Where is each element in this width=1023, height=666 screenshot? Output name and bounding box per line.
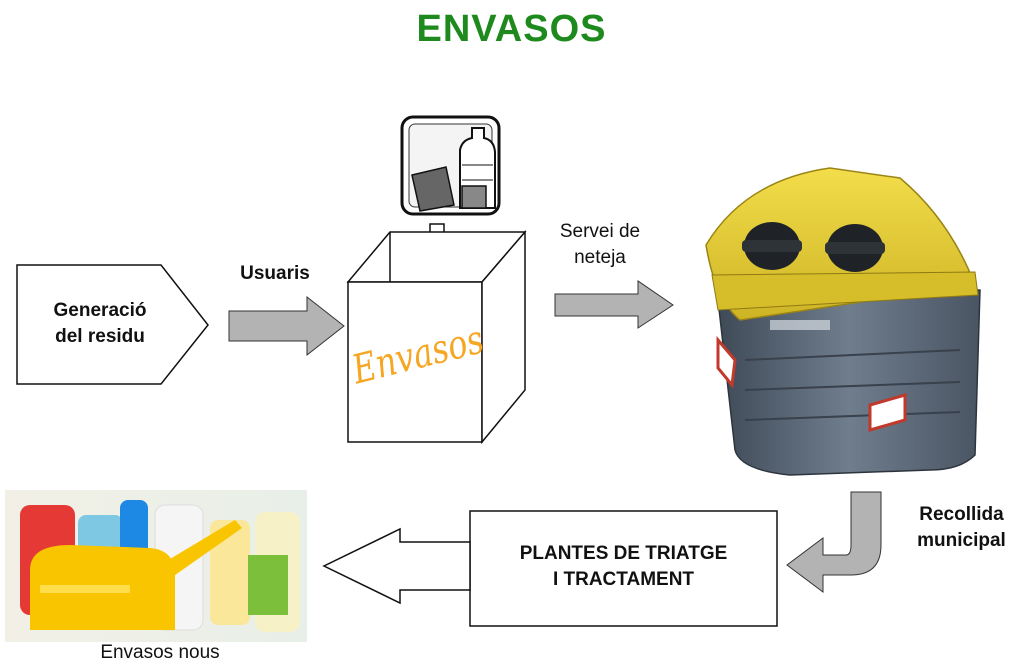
collection-label-line1: Recollida (919, 504, 1004, 525)
collection-label: Recollida municipal (900, 502, 1023, 554)
plants-label-line2: I TRACTAMENT (552, 569, 695, 590)
generation-label-line2: del residu (55, 326, 145, 347)
collection-label-line2: municipal (917, 530, 1006, 551)
recycling-bin-image (705, 167, 981, 476)
plants-label: PLANTES DE TRIATGE I TRACTAMENT (470, 541, 777, 593)
cleaning-label-line2: neteja (574, 247, 626, 268)
collection-arrow (786, 491, 882, 593)
new-packaging-label: Envasos nous (100, 642, 220, 663)
users-label: Usuaris (240, 263, 310, 284)
packaging-icon (400, 115, 501, 216)
generation-label: Generació del residu (30, 298, 170, 350)
new-packaging-arrow (322, 527, 471, 605)
packaging-container (346, 229, 527, 445)
generation-shape (16, 264, 209, 385)
cleaning-arrow (554, 280, 674, 329)
plants-box (469, 510, 778, 627)
plants-label-line1: PLANTES DE TRIATGE (519, 543, 728, 564)
users-arrow (228, 295, 345, 357)
new-packaging-image (5, 490, 307, 642)
generation-label-line1: Generació (53, 300, 147, 321)
page-title: ENVASOS (416, 8, 607, 50)
cleaning-label: Servei de neteja (540, 219, 660, 271)
cleaning-label-line1: Servei de (559, 221, 641, 242)
